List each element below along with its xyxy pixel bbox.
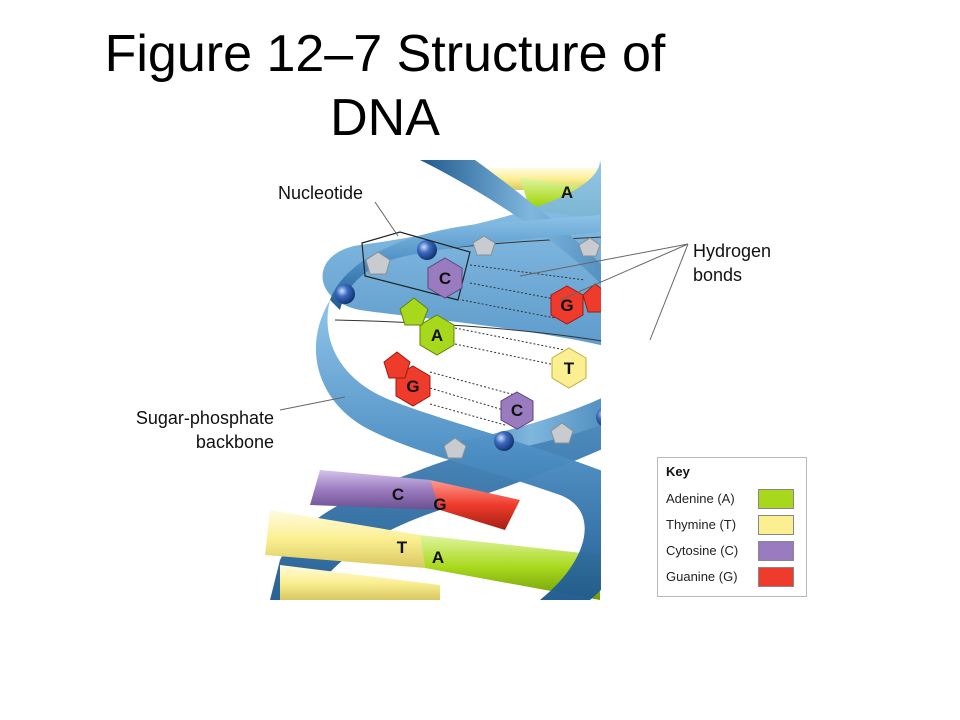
base-c-2 xyxy=(500,391,534,430)
base-pair-rod-t-a xyxy=(265,510,600,600)
base-pair-rod-bottom xyxy=(280,565,440,600)
key-swatch-thymine xyxy=(758,515,794,535)
base-letter-a-1: A xyxy=(431,326,443,345)
base-letter-g-3: G xyxy=(433,495,446,514)
base-letter-g-2: G xyxy=(406,377,419,396)
dna-illustration: A C G A T G C C G T A xyxy=(265,160,601,600)
phosphate-spheres xyxy=(335,240,601,451)
key-label-adenine: Adenine (A) xyxy=(666,491,735,506)
base-pair-rod-c-g xyxy=(310,470,520,530)
base-color-key: Key Adenine (A) Thymine (T) Cytosine (C)… xyxy=(657,457,807,597)
figure-title: Figure 12–7 Structure of DNA xyxy=(0,22,770,150)
figure-title-line-2: DNA xyxy=(330,89,440,147)
base-letter-t-2: T xyxy=(397,538,408,557)
key-row-guanine: Guanine (G) xyxy=(666,567,800,589)
hydrogen-bond-lines xyxy=(429,264,586,426)
label-sugar-phosphate-line-1: Sugar-phosphate xyxy=(135,408,274,428)
base-letter-g-1: G xyxy=(560,296,573,315)
base-c-1 xyxy=(427,257,463,299)
base-a-1 xyxy=(399,297,455,356)
base-t-1 xyxy=(551,347,587,389)
label-leader-lines xyxy=(279,201,689,411)
base-letter-a-top: A xyxy=(561,183,573,202)
base-letter-c-3: C xyxy=(392,485,404,504)
key-swatch-adenine xyxy=(758,489,794,509)
key-row-thymine: Thymine (T) xyxy=(666,515,800,537)
figure-title-line-1: Figure 12–7 Structure of xyxy=(104,25,666,83)
base-letter-a-2: A xyxy=(432,548,444,567)
key-title: Key xyxy=(666,464,690,479)
label-sugar-phosphate-line-2: backbone xyxy=(195,432,274,452)
label-nucleotide: Nucleotide xyxy=(278,183,364,203)
key-row-adenine: Adenine (A) xyxy=(666,489,800,511)
nucleotide-outline xyxy=(361,231,471,301)
key-label-cytosine: Cytosine (C) xyxy=(666,543,739,558)
label-hydrogen-bonds-line-1: Hydrogen xyxy=(693,241,772,261)
key-swatch-cytosine xyxy=(758,541,794,561)
base-letter-c-1: C xyxy=(439,269,451,288)
base-g-2 xyxy=(383,351,431,407)
key-label-guanine: Guanine (G) xyxy=(666,569,738,584)
key-label-thymine: Thymine (T) xyxy=(666,517,737,532)
backbone-strand-top-left xyxy=(330,215,600,310)
base-g-1 xyxy=(550,283,601,325)
base-letter-c-2: C xyxy=(511,401,523,420)
key-swatch-guanine xyxy=(758,567,794,587)
label-hydrogen-bonds-line-2: bonds xyxy=(693,265,743,285)
key-row-cytosine: Cytosine (C) xyxy=(666,541,800,563)
sugar-pentagons xyxy=(365,235,601,459)
base-letter-t-1: T xyxy=(564,359,575,378)
